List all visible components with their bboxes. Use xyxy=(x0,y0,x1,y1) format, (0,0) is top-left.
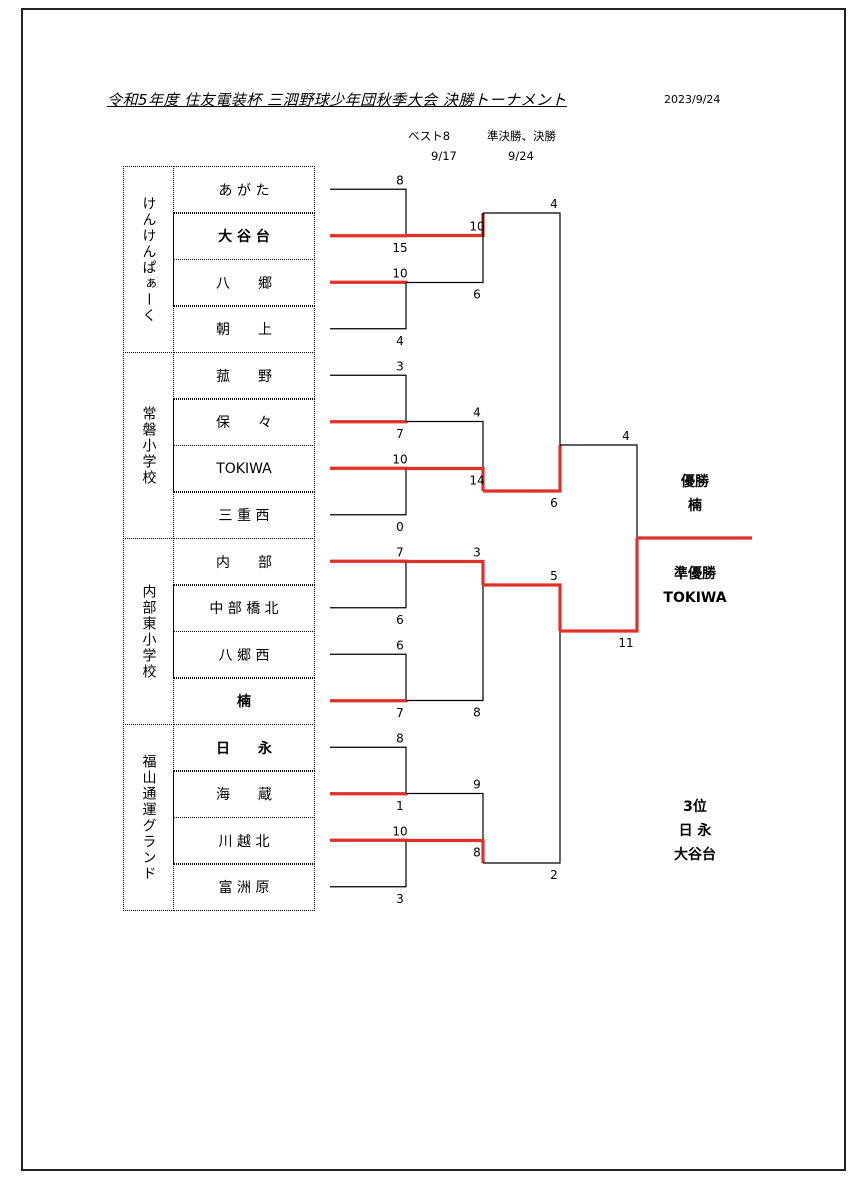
bracket-line xyxy=(483,631,561,864)
score-label: 4 xyxy=(396,334,404,348)
bracket-line xyxy=(483,583,562,631)
champion-block: 優勝 楠 xyxy=(655,470,735,518)
score-label: 6 xyxy=(550,496,558,510)
bracket-line xyxy=(330,561,407,609)
score-label: 8 xyxy=(473,846,481,860)
runner-up-team: TOKIWA xyxy=(663,590,727,606)
champion-team: 楠 xyxy=(688,498,702,514)
score-label: 3 xyxy=(473,546,481,560)
bracket-line xyxy=(560,538,639,633)
score-label: 4 xyxy=(473,406,481,420)
third-place-team-2: 大谷台 xyxy=(674,847,716,863)
score-label: 4 xyxy=(622,429,630,443)
runner-up-block: 準優勝 TOKIWA xyxy=(650,562,740,610)
bracket-line xyxy=(330,374,407,422)
score-label: 4 xyxy=(550,197,558,211)
bracket-line xyxy=(330,653,407,701)
champion-label: 優勝 xyxy=(681,474,709,490)
bracket-line xyxy=(406,466,485,491)
score-label: 10 xyxy=(392,824,407,838)
group-name: 内部東小学校 xyxy=(140,583,157,680)
third-place-label: 3位 xyxy=(683,799,707,815)
score-label: 15 xyxy=(392,241,407,255)
score-label: 8 xyxy=(396,731,404,745)
score-label: 8 xyxy=(473,706,481,720)
third-place-block: 3位 日 永 大谷台 xyxy=(655,795,735,867)
score-label: 10 xyxy=(469,220,484,234)
bracket-line xyxy=(330,840,407,888)
group-name: 常磐小学校 xyxy=(140,405,157,486)
bracket-line xyxy=(406,559,485,585)
page-date: 2023/9/24 xyxy=(664,93,721,106)
group-name: 福山通運グランド xyxy=(140,753,157,882)
bracket-line xyxy=(330,188,407,236)
score-label: 2 xyxy=(550,868,558,882)
page-frame xyxy=(21,8,846,1171)
team-cell: 富 洲 原 xyxy=(173,863,315,911)
bracket-line xyxy=(406,585,484,702)
score-label: 0 xyxy=(396,520,404,534)
round-date-final: 9/24 xyxy=(508,149,534,163)
bracket-line xyxy=(560,444,638,538)
third-place-team-1: 日 永 xyxy=(678,823,712,839)
score-label: 3 xyxy=(396,359,404,373)
score-label: 8 xyxy=(396,173,404,187)
round-label-final: 準決勝、決勝 xyxy=(487,129,556,143)
bracket-line xyxy=(330,282,407,330)
team-cell: 朝 上 xyxy=(173,305,315,353)
score-label: 3 xyxy=(396,892,404,906)
score-label: 10 xyxy=(392,266,407,280)
bracket-line xyxy=(406,213,484,284)
team-cell: 八 郷 西 xyxy=(173,631,315,678)
score-label: 5 xyxy=(550,569,558,583)
score-label: 6 xyxy=(396,638,404,652)
bracket-line xyxy=(406,792,484,863)
page-title: 令和5年度 住友電装杯 三泗野球少年団秋季大会 決勝トーナメント xyxy=(107,91,567,109)
score-label: 7 xyxy=(396,706,404,720)
score-label: 9 xyxy=(473,778,481,792)
score-label: 14 xyxy=(469,474,484,488)
bracket-line xyxy=(330,746,407,794)
bracket-line xyxy=(330,468,407,516)
round-date-best8: 9/17 xyxy=(431,149,457,163)
score-label: 7 xyxy=(396,427,404,441)
runner-up-label: 準優勝 xyxy=(674,566,716,582)
score-label: 7 xyxy=(396,545,404,559)
bracket-line xyxy=(483,445,562,493)
round-label-best8: ベスト8 xyxy=(408,129,451,143)
bracket-line xyxy=(406,838,485,863)
score-label: 6 xyxy=(396,613,404,627)
score-label: 6 xyxy=(473,288,481,302)
score-label: 11 xyxy=(618,636,633,650)
score-label: 10 xyxy=(392,452,407,466)
group-name: けんけんぱぁーく xyxy=(140,195,157,324)
bracket-line xyxy=(483,212,561,445)
score-label: 1 xyxy=(396,799,404,813)
